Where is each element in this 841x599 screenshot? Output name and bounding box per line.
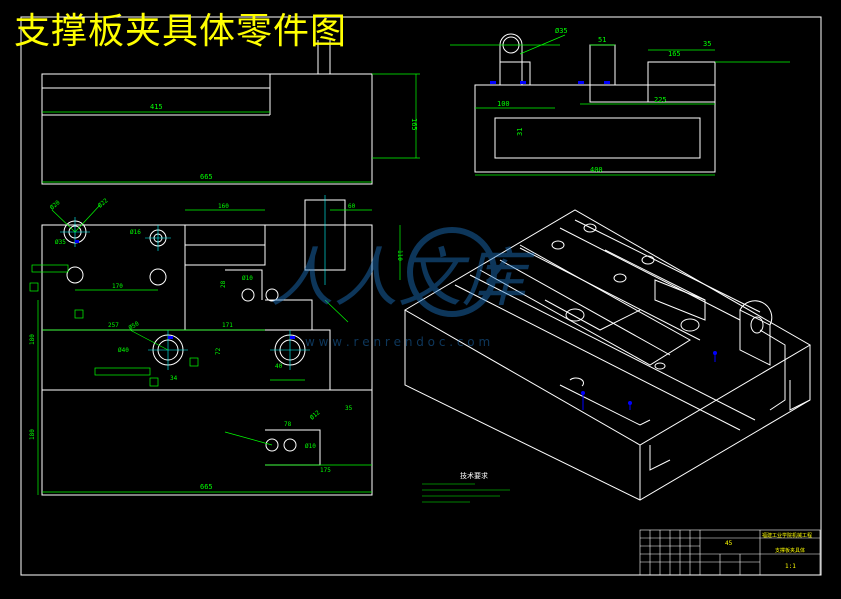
- dim-top-72: 72: [215, 347, 222, 355]
- dim-top-180-b: 180: [29, 429, 36, 440]
- title-block-material: 45: [725, 540, 733, 547]
- dim-top-175: 175: [320, 467, 331, 474]
- dim-top-170: 170: [112, 283, 123, 290]
- watermark: 人人文库 w w w . r e n r e n d o c . c o m: [270, 227, 535, 349]
- outer-frame: [20, 16, 822, 576]
- dim-front-415: 415: [150, 103, 163, 111]
- dim-side-35: 35: [703, 40, 711, 48]
- dim-top-dia10-b: Ø10: [305, 443, 316, 450]
- watermark-main-text: 人人文库: [270, 242, 535, 316]
- dim-top-28: 28: [220, 280, 227, 288]
- dim-top-dia10: Ø10: [242, 275, 253, 282]
- side-view-dims: [450, 34, 790, 176]
- watermark-url-text: w w w . r e n r e n d o c . c o m: [305, 335, 490, 349]
- dim-top-78: 78: [284, 421, 292, 428]
- dim-top-dia50: Ø50: [128, 320, 141, 332]
- front-view-dims: [42, 73, 420, 183]
- dim-top-dia16: Ø16: [130, 229, 141, 236]
- dim-top-160: 160: [218, 203, 229, 210]
- top-view-dims: [37, 204, 401, 495]
- dim-top-34: 34: [170, 375, 178, 382]
- dim-top-dia40: Ø40: [118, 347, 129, 354]
- dim-side-100: 100: [497, 100, 510, 108]
- title-block: [639, 529, 821, 576]
- dim-side-31: 31: [516, 128, 524, 136]
- dim-top-35: 35: [345, 405, 353, 412]
- dim-side-51: 51: [598, 36, 606, 44]
- dim-top-dia12: Ø12: [309, 409, 322, 422]
- dim-top-dia35: Ø35: [55, 239, 66, 246]
- drawing-title: 支撑板夹具体零件图: [14, 11, 348, 52]
- dim-side-400: 400: [590, 166, 603, 174]
- technical-notes: 技术要求: [422, 471, 510, 503]
- dim-top-60: 60: [348, 203, 356, 210]
- dim-top-dia20: Ø20: [49, 199, 62, 212]
- dim-top-110: 110: [396, 250, 403, 261]
- isometric-markers: [581, 351, 717, 410]
- front-view: [41, 40, 373, 185]
- dim-top-665: 665: [200, 483, 213, 491]
- watermark-ring: [407, 227, 497, 317]
- dim-top-180-a: 180: [29, 334, 36, 345]
- isometric-view: [404, 209, 811, 501]
- notes-heading: 技术要求: [460, 471, 488, 480]
- side-view-markers: [490, 81, 610, 84]
- dim-top-257: 257: [108, 322, 119, 329]
- title-block-scale: 1:1: [785, 563, 796, 570]
- datum-boxes: [29, 264, 199, 387]
- dim-front-665: 665: [200, 173, 213, 181]
- side-view: [474, 33, 716, 173]
- dim-front-165: 165: [410, 118, 418, 131]
- top-view-markers: [75, 240, 295, 339]
- title-block-company: 福建工业学院机械工程: [762, 532, 812, 539]
- dim-top-171: 171: [222, 322, 233, 329]
- dim-top-dia22: Ø22: [97, 197, 110, 210]
- dim-side-dia35: Ø35: [555, 27, 568, 35]
- dim-side-165: 165: [668, 50, 681, 58]
- dim-top-40: 40: [275, 363, 283, 370]
- title-block-drawing-name: 支撑板夹具体: [775, 547, 805, 554]
- dim-side-225: 225: [654, 96, 667, 104]
